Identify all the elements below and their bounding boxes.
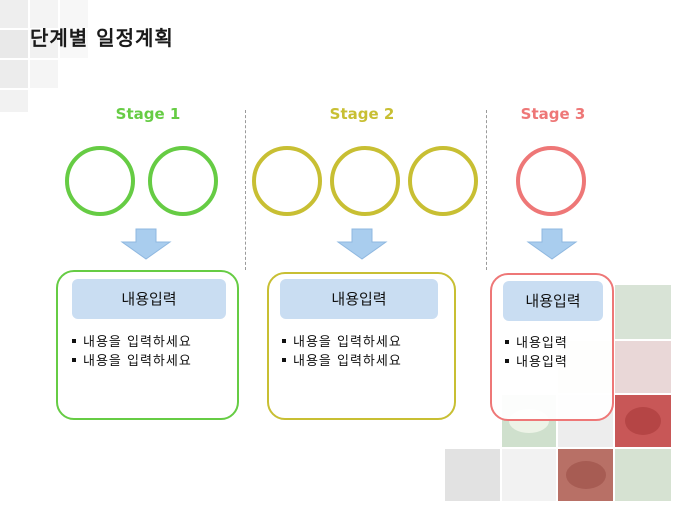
list-item: 내용입력 (505, 353, 568, 372)
down-arrow-icon (120, 228, 172, 260)
decorative-tiles-top-left (0, 0, 88, 112)
page-title: 단계별 일정계획 (30, 26, 174, 50)
stage-3-label: Stage 3 (520, 105, 586, 123)
list-item: 내용을 입력하세요 (72, 333, 192, 352)
list-item: 내용을 입력하세요 (282, 352, 402, 371)
stage-1-label: Stage 1 (115, 105, 181, 123)
stage-2-label: Stage 2 (329, 105, 395, 123)
stage-1-circle (65, 146, 135, 216)
list-item: 내용을 입력하세요 (282, 333, 402, 352)
down-arrow-icon (526, 228, 578, 260)
stage-divider (245, 110, 246, 270)
down-arrow-icon (336, 228, 388, 260)
stage-3-bullet-list: 내용입력 내용입력 (505, 334, 568, 372)
stage-2-box-header: 내용입력 (280, 279, 438, 319)
stage-divider (486, 110, 487, 270)
list-item: 내용입력 (505, 334, 568, 353)
stage-2-circle (252, 146, 322, 216)
stage-1-circle (148, 146, 218, 216)
stage-2-circle (330, 146, 400, 216)
stage-2-bullet-list: 내용을 입력하세요 내용을 입력하세요 (282, 333, 402, 371)
stage-3-circle (516, 146, 586, 216)
list-item: 내용을 입력하세요 (72, 352, 192, 371)
stage-1-box-header: 내용입력 (72, 279, 226, 319)
stage-3-box-header: 내용입력 (503, 281, 603, 321)
stage-1-bullet-list: 내용을 입력하세요 내용을 입력하세요 (72, 333, 192, 371)
stage-2-circle (408, 146, 478, 216)
